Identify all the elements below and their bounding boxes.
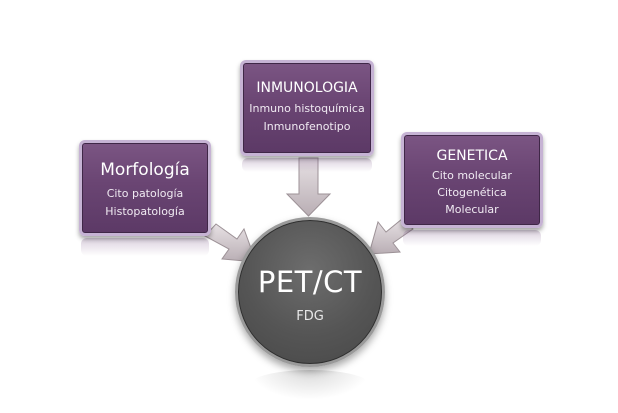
arrow-genetica-to-center [368,218,414,255]
inmunologia-box: INMUNOLOGIA Inmuno histoquímica Inmunofe… [240,60,374,156]
pet-ct-circle: PET/CT FDG [235,217,385,367]
center-title: PET/CT [257,265,363,299]
arrow-inmunologia-to-center [285,157,332,217]
morfologia-line-2: Histopatología [105,204,185,218]
inmunologia-title: INMUNOLOGIA [256,80,358,96]
genetica-line-3: Molecular [445,203,499,217]
morfologia-line-1: Cito patología [106,186,184,200]
morfologia-reflection [81,238,209,256]
genetica-line-1: Cito molecular [432,169,512,183]
morfologia-title: Morfología [100,160,190,180]
center-subtitle: FDG [296,309,324,324]
inmunologia-reflection [242,158,372,172]
genetica-line-2: Citogenética [437,186,507,200]
genetica-box: GENETICA Cito molecular Citogenética Mol… [401,132,543,228]
inmunologia-line-1: Inmuno histoquímica [249,102,365,116]
genetica-reflection [403,230,541,246]
center-circle-reflection [250,370,370,400]
morfologia-box: Morfología Cito patología Histopatología [79,140,211,236]
inmunologia-line-2: Inmunofenotipo [263,120,351,134]
genetica-title: GENETICA [436,148,508,164]
